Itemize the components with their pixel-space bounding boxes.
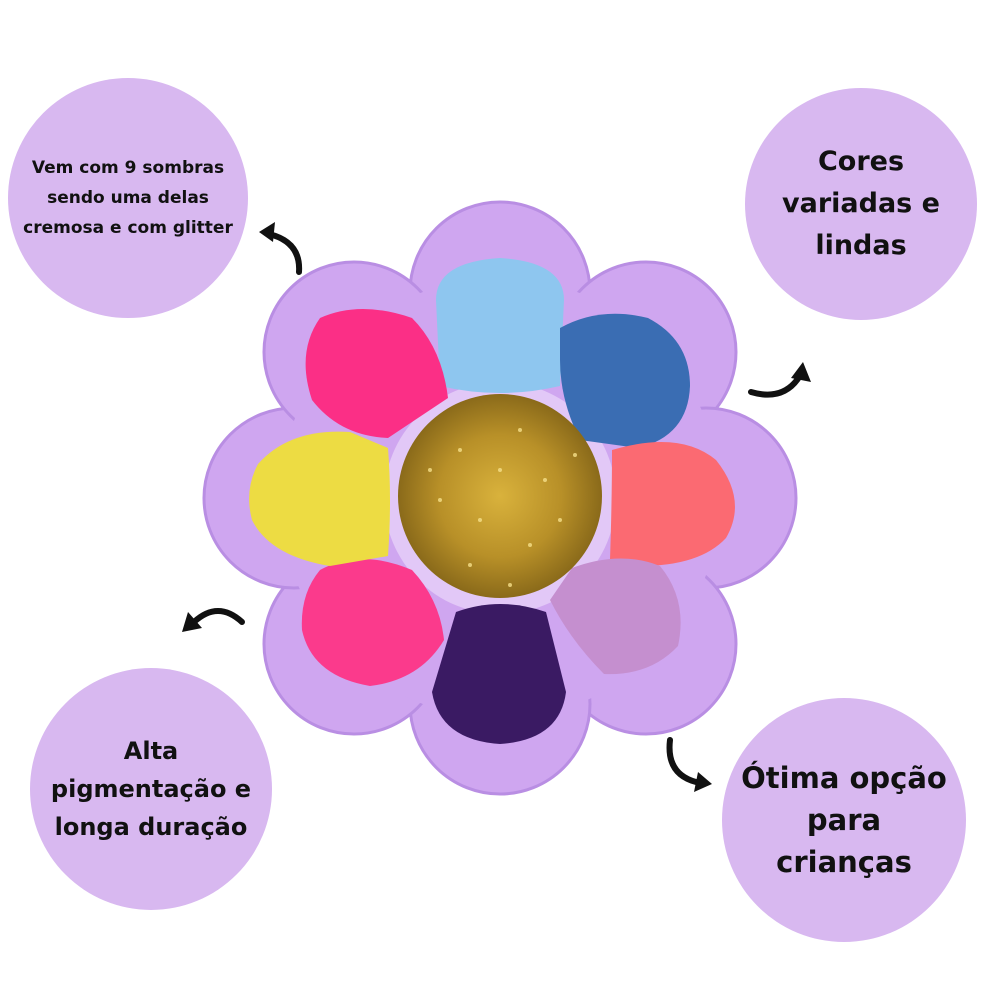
feature-bubble-colors: Cores variadas e lindas bbox=[745, 88, 977, 320]
shadow-yellow bbox=[249, 431, 390, 566]
curved-arrow-icon bbox=[182, 608, 245, 632]
feature-bubble-pigmentation: Alta pigmentação e longa duração bbox=[30, 668, 272, 910]
shadow-blue bbox=[560, 313, 690, 448]
feature-text: Alta pigmentação e longa duração bbox=[50, 737, 252, 841]
feature-text: Ótima opção para crianças bbox=[741, 761, 947, 879]
feature-bubble-nine-shadows: Vem com 9 sombras sendo uma delas cremos… bbox=[8, 78, 248, 318]
feature-text: Cores variadas e lindas bbox=[782, 146, 940, 261]
shadow-lilac bbox=[550, 558, 681, 675]
feature-text: Vem com 9 sombras sendo uma delas cremos… bbox=[23, 158, 233, 238]
glitter-sparkles bbox=[428, 428, 577, 587]
shadow-pans bbox=[249, 258, 735, 744]
shadow-light-blue bbox=[436, 258, 564, 393]
shadow-pink-bottom bbox=[301, 559, 444, 686]
shadow-pink-top bbox=[305, 309, 448, 438]
curved-arrow-icon bbox=[748, 362, 811, 398]
curved-arrow-icon bbox=[259, 222, 303, 275]
shadow-coral bbox=[610, 442, 735, 566]
curved-arrow-icon bbox=[666, 737, 712, 792]
feature-bubble-kids: Ótima opção para crianças bbox=[722, 698, 966, 942]
shadow-gold-glitter bbox=[398, 394, 602, 598]
shadow-deep-purple bbox=[432, 604, 566, 744]
